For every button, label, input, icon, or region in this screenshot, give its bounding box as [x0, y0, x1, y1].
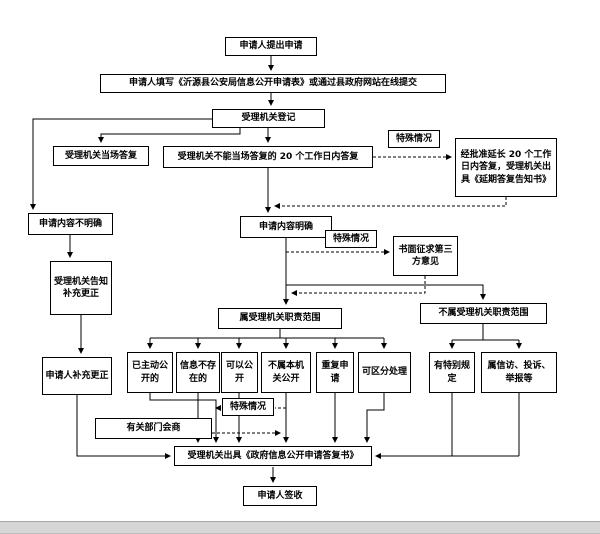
node-content-unclear: 申请内容不明确 [28, 213, 113, 235]
node-out-of-scope: 不属受理机关职责范围 [420, 303, 547, 324]
node-extension: 经批准延长 20 个工作日内答复，受理机关出具《延期答复告知书》 [455, 138, 557, 197]
horizontal-scrollbar[interactable] [0, 521, 600, 534]
node-sign-receive: 申请人签收 [243, 486, 317, 506]
node-dept-consult: 有关部门会商 [95, 418, 212, 439]
node-not-exist: 信息不存在的 [176, 352, 220, 393]
node-special-case-3: 特殊情况 [222, 398, 274, 416]
node-register: 受理机关登记 [212, 109, 325, 128]
node-onspot-reply: 受理机关当场答复 [53, 146, 149, 166]
node-submit: 申请人提出申请 [225, 37, 317, 56]
node-content-clear: 申请内容明确 [240, 216, 332, 238]
solid-arrows [30, 56, 522, 483]
node-repeat-request: 重复申请 [316, 352, 354, 393]
node-separable: 可区分处理 [358, 352, 411, 393]
node-applicant-supplement: 申请人补充更正 [42, 357, 112, 395]
node-in-scope: 属受理机关职责范围 [218, 308, 342, 329]
node-third-party: 书面征求第三方意见 [393, 236, 458, 276]
node-not-this-org: 不属本机关公开 [261, 352, 311, 393]
node-petition: 属信访、投诉、举报等 [481, 352, 557, 393]
node-fill-form: 申请人填写《沂源县公安局信息公开申请表》或通过县政府网站在线提交 [100, 74, 446, 93]
node-can-disclose: 可以公开 [221, 352, 258, 393]
node-special-case-1: 特殊情况 [388, 130, 440, 148]
node-within-20-days: 受理机关不能当场答复的 20 个工作日内答复 [163, 146, 373, 168]
node-already-public: 已主动公开的 [127, 352, 173, 393]
node-special-case-2: 特殊情况 [325, 230, 377, 248]
node-reply-letter: 受理机关出具《政府信息公开申请答复书》 [174, 446, 372, 466]
dashed-arrows [212, 154, 507, 436]
node-notify-supplement: 受理机关告知补充更正 [50, 261, 112, 315]
node-special-rules: 有特别规定 [429, 352, 475, 393]
